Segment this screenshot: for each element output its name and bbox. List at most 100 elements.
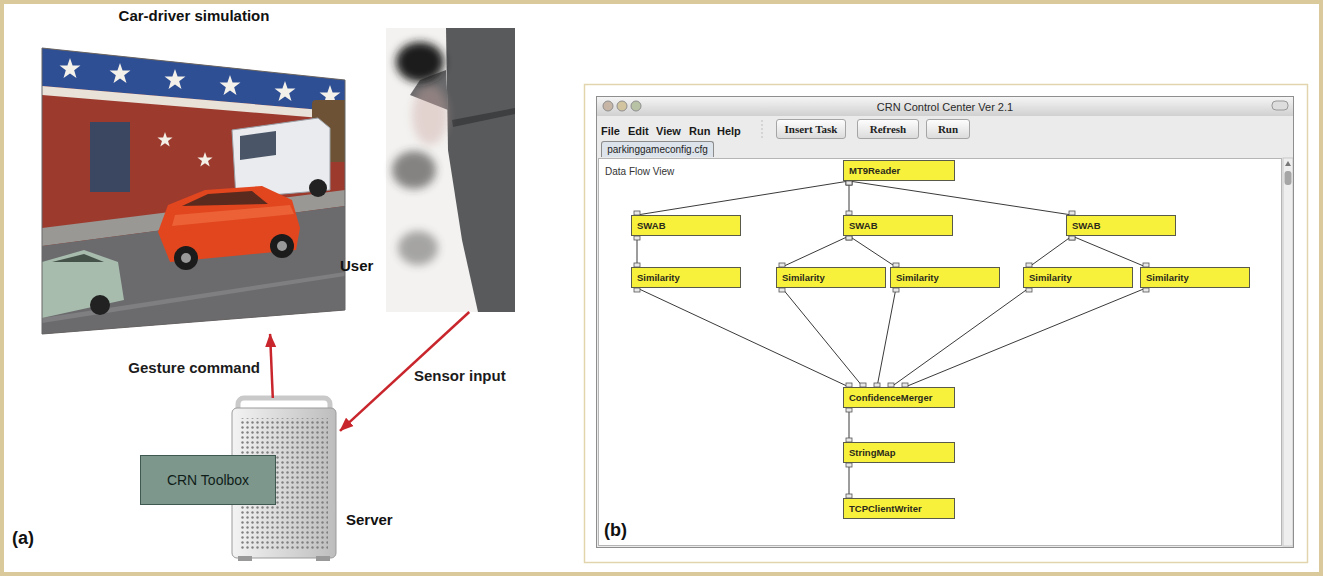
menu-item: Help [717, 123, 741, 139]
output-port [634, 236, 640, 240]
data-flow-line [779, 288, 866, 387]
node-text: Similarity [896, 272, 939, 284]
menu-item: View [656, 123, 681, 139]
driving-scene [165, 69, 186, 89]
task-box: ConfidenceMerger [843, 387, 955, 408]
task-box: MT9Reader [843, 160, 955, 181]
data-flow-line [888, 288, 1032, 387]
user-photo [396, 42, 444, 82]
menu-item: File [601, 123, 620, 139]
node-text: Similarity [782, 272, 825, 284]
node-text: CRN Toolbox [167, 471, 249, 489]
driving-scene [232, 118, 330, 198]
driving-scene [181, 253, 191, 263]
data-flow-line [779, 236, 852, 267]
output-port [1069, 236, 1075, 240]
task-box: TCPClientWriter [843, 498, 955, 519]
server-node: ServerCRN Toolbox [228, 398, 340, 562]
toolbar-button: Run [926, 119, 970, 139]
connector-line [1029, 236, 1072, 267]
driving-scene [270, 234, 294, 258]
app-window: CRN Control Center Ver 2.1Insert TaskRef… [596, 96, 1294, 548]
connector-line [637, 236, 638, 267]
task-box: Similarity [776, 267, 886, 288]
node-text: Similarity [1029, 272, 1072, 284]
window-chrome [597, 97, 1293, 116]
driving-scene [42, 48, 345, 334]
driving-scene [42, 250, 124, 318]
task-box: Similarity [1140, 267, 1250, 288]
data-flow-line [846, 181, 852, 215]
driving-scene [42, 86, 345, 120]
node-text: Car-driver simulation [40, 6, 348, 26]
node-text: Insert Task [785, 122, 838, 136]
window-chrome [1283, 158, 1293, 546]
window-chrome [596, 96, 1294, 548]
driving-scene [42, 48, 345, 340]
connector-line [849, 181, 1072, 215]
connector-line [1072, 236, 1146, 267]
output-port [846, 181, 852, 185]
label-slot: Help [717, 121, 741, 139]
window-chrome [1272, 101, 1288, 110]
driving-scene [172, 205, 294, 226]
data-flow-line [634, 236, 640, 267]
toolbar-button: Insert Task [776, 119, 846, 139]
driving-scene [182, 191, 268, 206]
connector-line [891, 288, 1029, 387]
node-text: SWAB [637, 220, 666, 232]
panel-letter: (a) [12, 528, 34, 549]
node-text: Run [938, 122, 958, 136]
edge-label-slot: Gesture command [126, 358, 262, 378]
connector-line [270, 334, 273, 398]
output-port [846, 236, 852, 240]
task-box: Similarity [631, 267, 741, 288]
node-text: TCPClientWriter [849, 503, 922, 515]
driving-scene [42, 48, 348, 340]
output-port [1069, 236, 1075, 240]
window-chrome [631, 101, 641, 111]
label-slot: (b) [604, 520, 627, 541]
flow-panel: Data Flow ViewMT9ReaderSWABSWABSWABSimil… [598, 158, 1282, 546]
user-photo [446, 28, 515, 312]
connector-line [877, 288, 896, 387]
data-flow-line [846, 408, 852, 442]
driving-scene [174, 246, 198, 270]
connector-line [849, 463, 850, 498]
window-chrome [598, 158, 1282, 546]
driving-scene [157, 132, 172, 146]
driving-scene [277, 241, 287, 251]
data-flow-line [634, 181, 852, 215]
screen-node: Car-driver simulation [40, 6, 348, 334]
output-port [779, 288, 785, 292]
driving-scene [220, 75, 241, 95]
menu-item: Edit [628, 123, 649, 139]
edge-label-slot: Sensor input [412, 366, 508, 386]
connector-line [782, 236, 849, 267]
task-box: SWAB [843, 215, 953, 236]
panel-letter: (b) [604, 520, 627, 541]
window-chrome [1285, 161, 1291, 166]
node-text: parkinggameconfig.cfg [607, 144, 708, 156]
label-slot: File [601, 121, 620, 139]
node-text: SWAB [849, 220, 878, 232]
node-text: Similarity [637, 272, 680, 284]
driving-scene [90, 122, 130, 192]
edge-label: Gesture command [126, 358, 262, 378]
user-photo [386, 28, 515, 312]
node-text: MT9Reader [849, 165, 900, 177]
node-text: CRN Control Center Ver 2.1 [597, 97, 1293, 117]
data-flow-line [634, 288, 852, 387]
user-node: User [332, 28, 515, 312]
toolbox-box: CRN Toolbox [140, 455, 276, 505]
window-chrome [617, 101, 627, 111]
output-port [1143, 288, 1149, 292]
node-text: Similarity [1146, 272, 1189, 284]
driving-scene [240, 131, 276, 160]
task-box: SWAB [631, 215, 741, 236]
connector-line [849, 408, 850, 442]
node-text: SWAB [1072, 220, 1101, 232]
driving-scene [42, 48, 348, 340]
data-flow-line [902, 288, 1149, 387]
